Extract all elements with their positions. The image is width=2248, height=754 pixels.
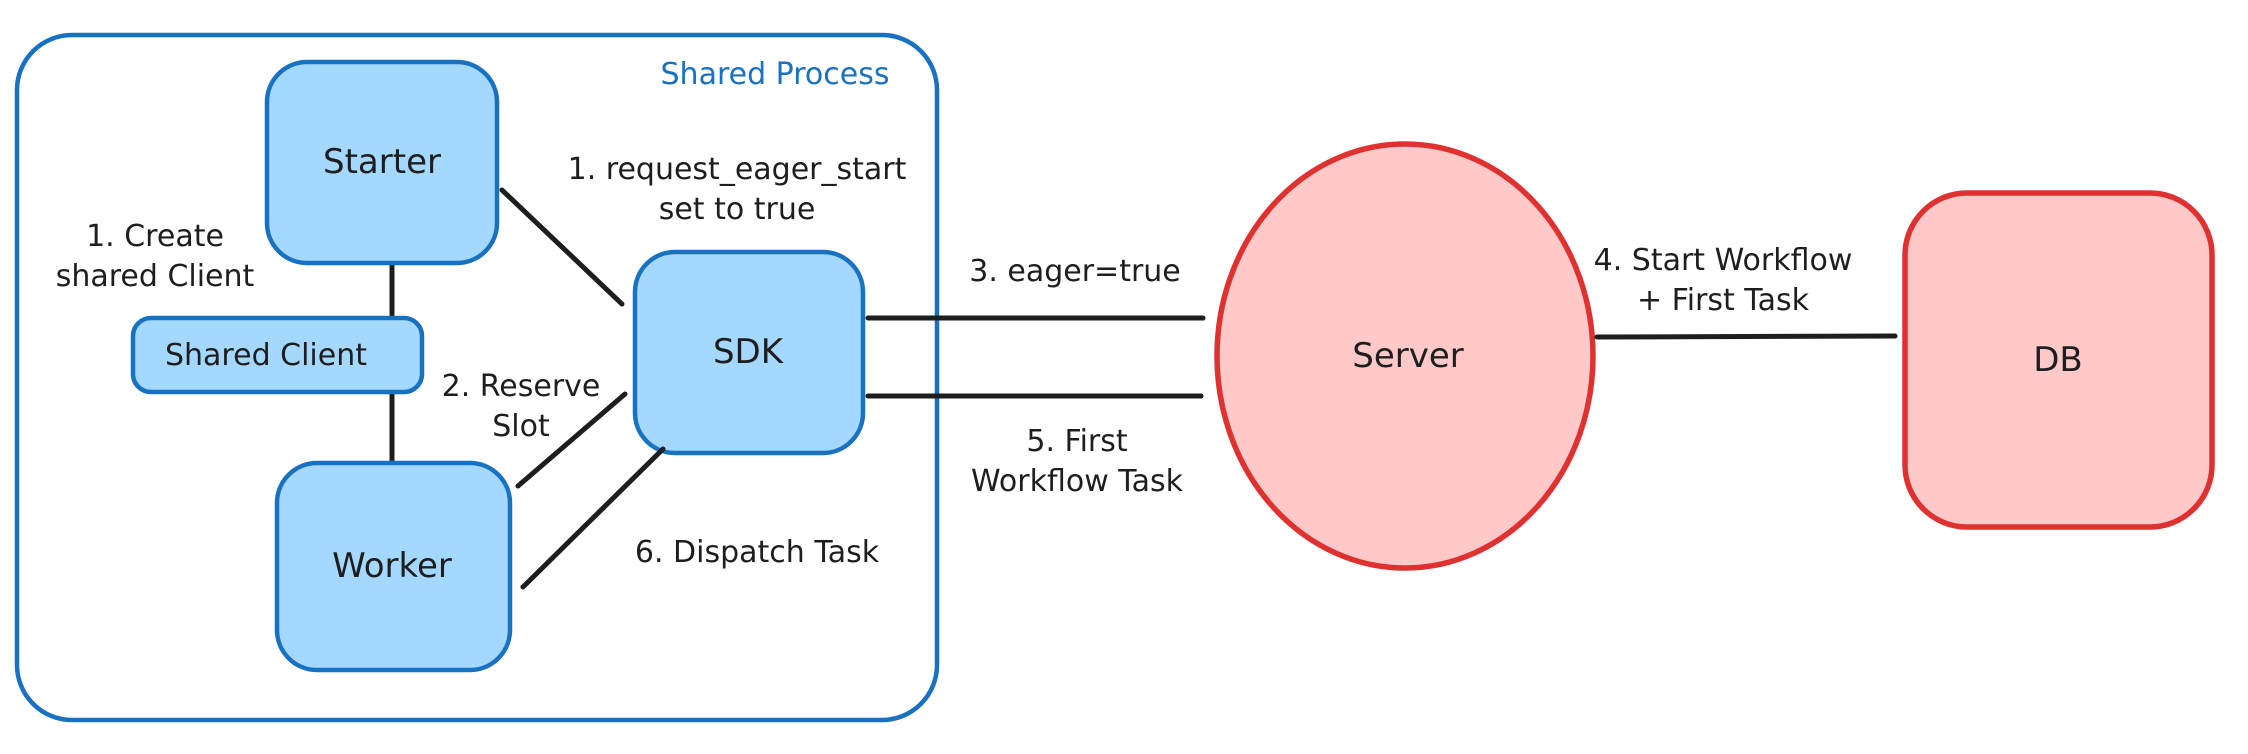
sdk-label: SDK [712,332,784,372]
shared-process-container [14,32,940,723]
shared-client-label: Shared Client [164,338,368,373]
arrow-sdk-to-worker-reserve [515,391,628,489]
annotation-start-workflow: 4. Start Workflow + First Task [1593,243,1853,318]
annotation-first-workflow-task: 5. First Workflow Task [970,424,1184,499]
arrow-starter-to-sdk [499,187,625,307]
db-node-shape [1902,190,2215,530]
worker-node-shape [274,460,513,673]
server-node-shape [1214,141,1596,571]
db-label: DB [2033,340,2083,380]
shared-process-label: Shared Process [660,57,890,92]
sdk-node-shape [632,249,866,456]
starter-label: Starter [323,142,441,182]
arrow-sdk-to-worker-dispatch [520,446,666,590]
annotation-request-eager-start: 1. request_eager_start set to true [567,152,907,227]
annotation-reserve-slot: 2. Reserve Slot [441,369,601,444]
server-label: Server [1352,336,1464,376]
starter-node-shape [264,59,500,266]
shared-client-node-shape [130,315,425,395]
annotation-dispatch-task: 6. Dispatch Task [634,535,880,570]
annotation-eager-true: 3. eager=true [969,254,1181,289]
worker-label: Worker [332,546,452,586]
arrow-server-to-db [1594,333,1898,337]
annotation-create-shared-client: 1. Create shared Client [55,219,255,294]
